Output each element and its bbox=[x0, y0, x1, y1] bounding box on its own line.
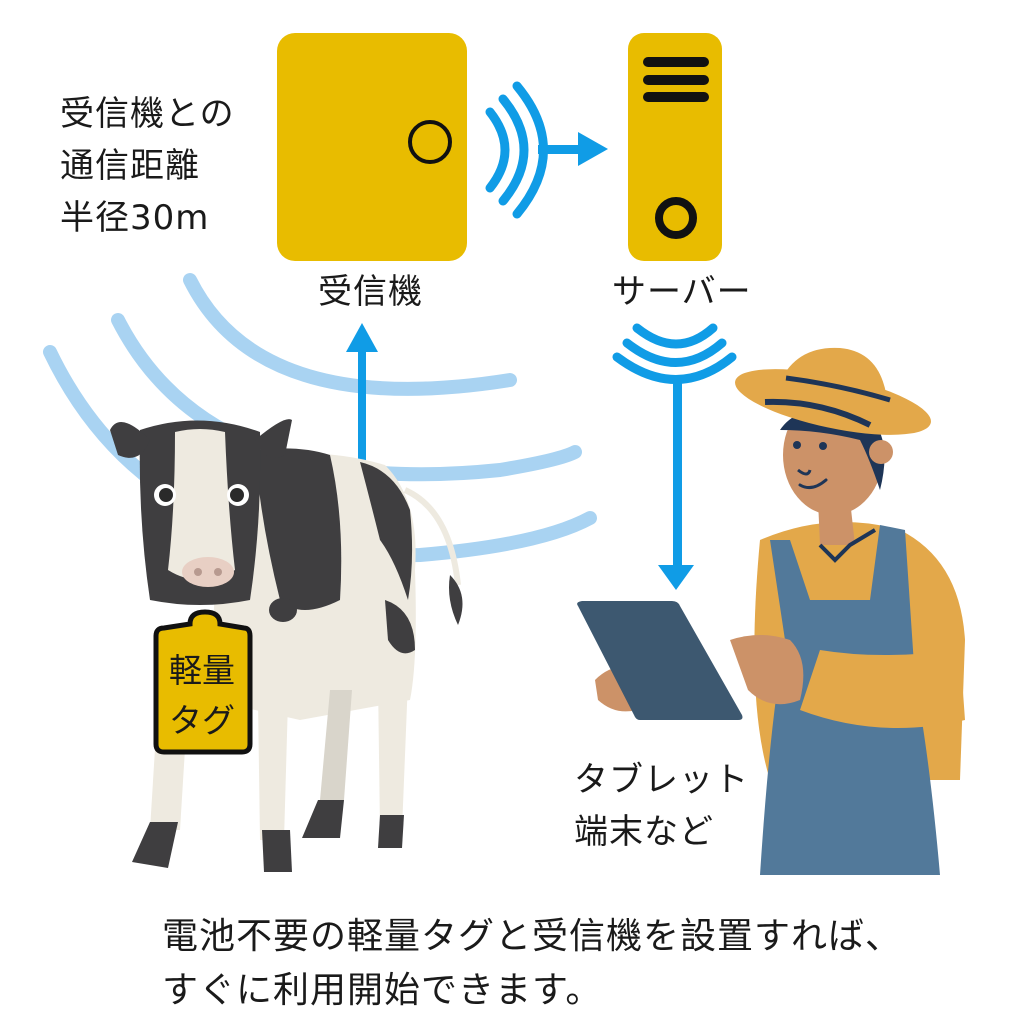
wireless-arrow-right-icon bbox=[485, 81, 608, 219]
ear-tag-icon bbox=[153, 609, 253, 755]
cow-illustration bbox=[110, 419, 463, 872]
tag-label: 軽量 タグ bbox=[158, 646, 246, 746]
range-note-line-3: 半径30m bbox=[60, 198, 210, 238]
server-label: サーバー bbox=[612, 272, 752, 312]
range-note-line-1: 受信機との bbox=[60, 94, 235, 134]
range-note: 受信機との 通信距離 半径30m bbox=[60, 88, 235, 244]
range-note-line-2: 通信距離 bbox=[60, 146, 200, 186]
tablet-label-line-2: 端末など bbox=[574, 812, 714, 852]
farmer-illustration bbox=[595, 347, 965, 875]
tablet-label-line-1: タブレット bbox=[574, 760, 749, 800]
receiver-label: 受信機 bbox=[318, 272, 423, 312]
server-tower-icon bbox=[628, 33, 722, 261]
tablet-icon bbox=[577, 601, 743, 720]
tag-label-line-2: タグ bbox=[169, 701, 235, 740]
tag-label-line-1: 軽量 bbox=[169, 651, 235, 690]
wireless-arrow-down-icon bbox=[612, 323, 737, 590]
receiver-box-icon bbox=[277, 33, 467, 261]
tablet-label: タブレット 端末など bbox=[574, 754, 749, 858]
caption-line-1: 電池不要の軽量タグと受信機を設置すれば、 bbox=[162, 916, 903, 957]
caption: 電池不要の軽量タグと受信機を設置すれば、 すぐに利用開始できます。 bbox=[162, 910, 902, 1018]
caption-line-2: すぐに利用開始できます。 bbox=[162, 970, 603, 1011]
